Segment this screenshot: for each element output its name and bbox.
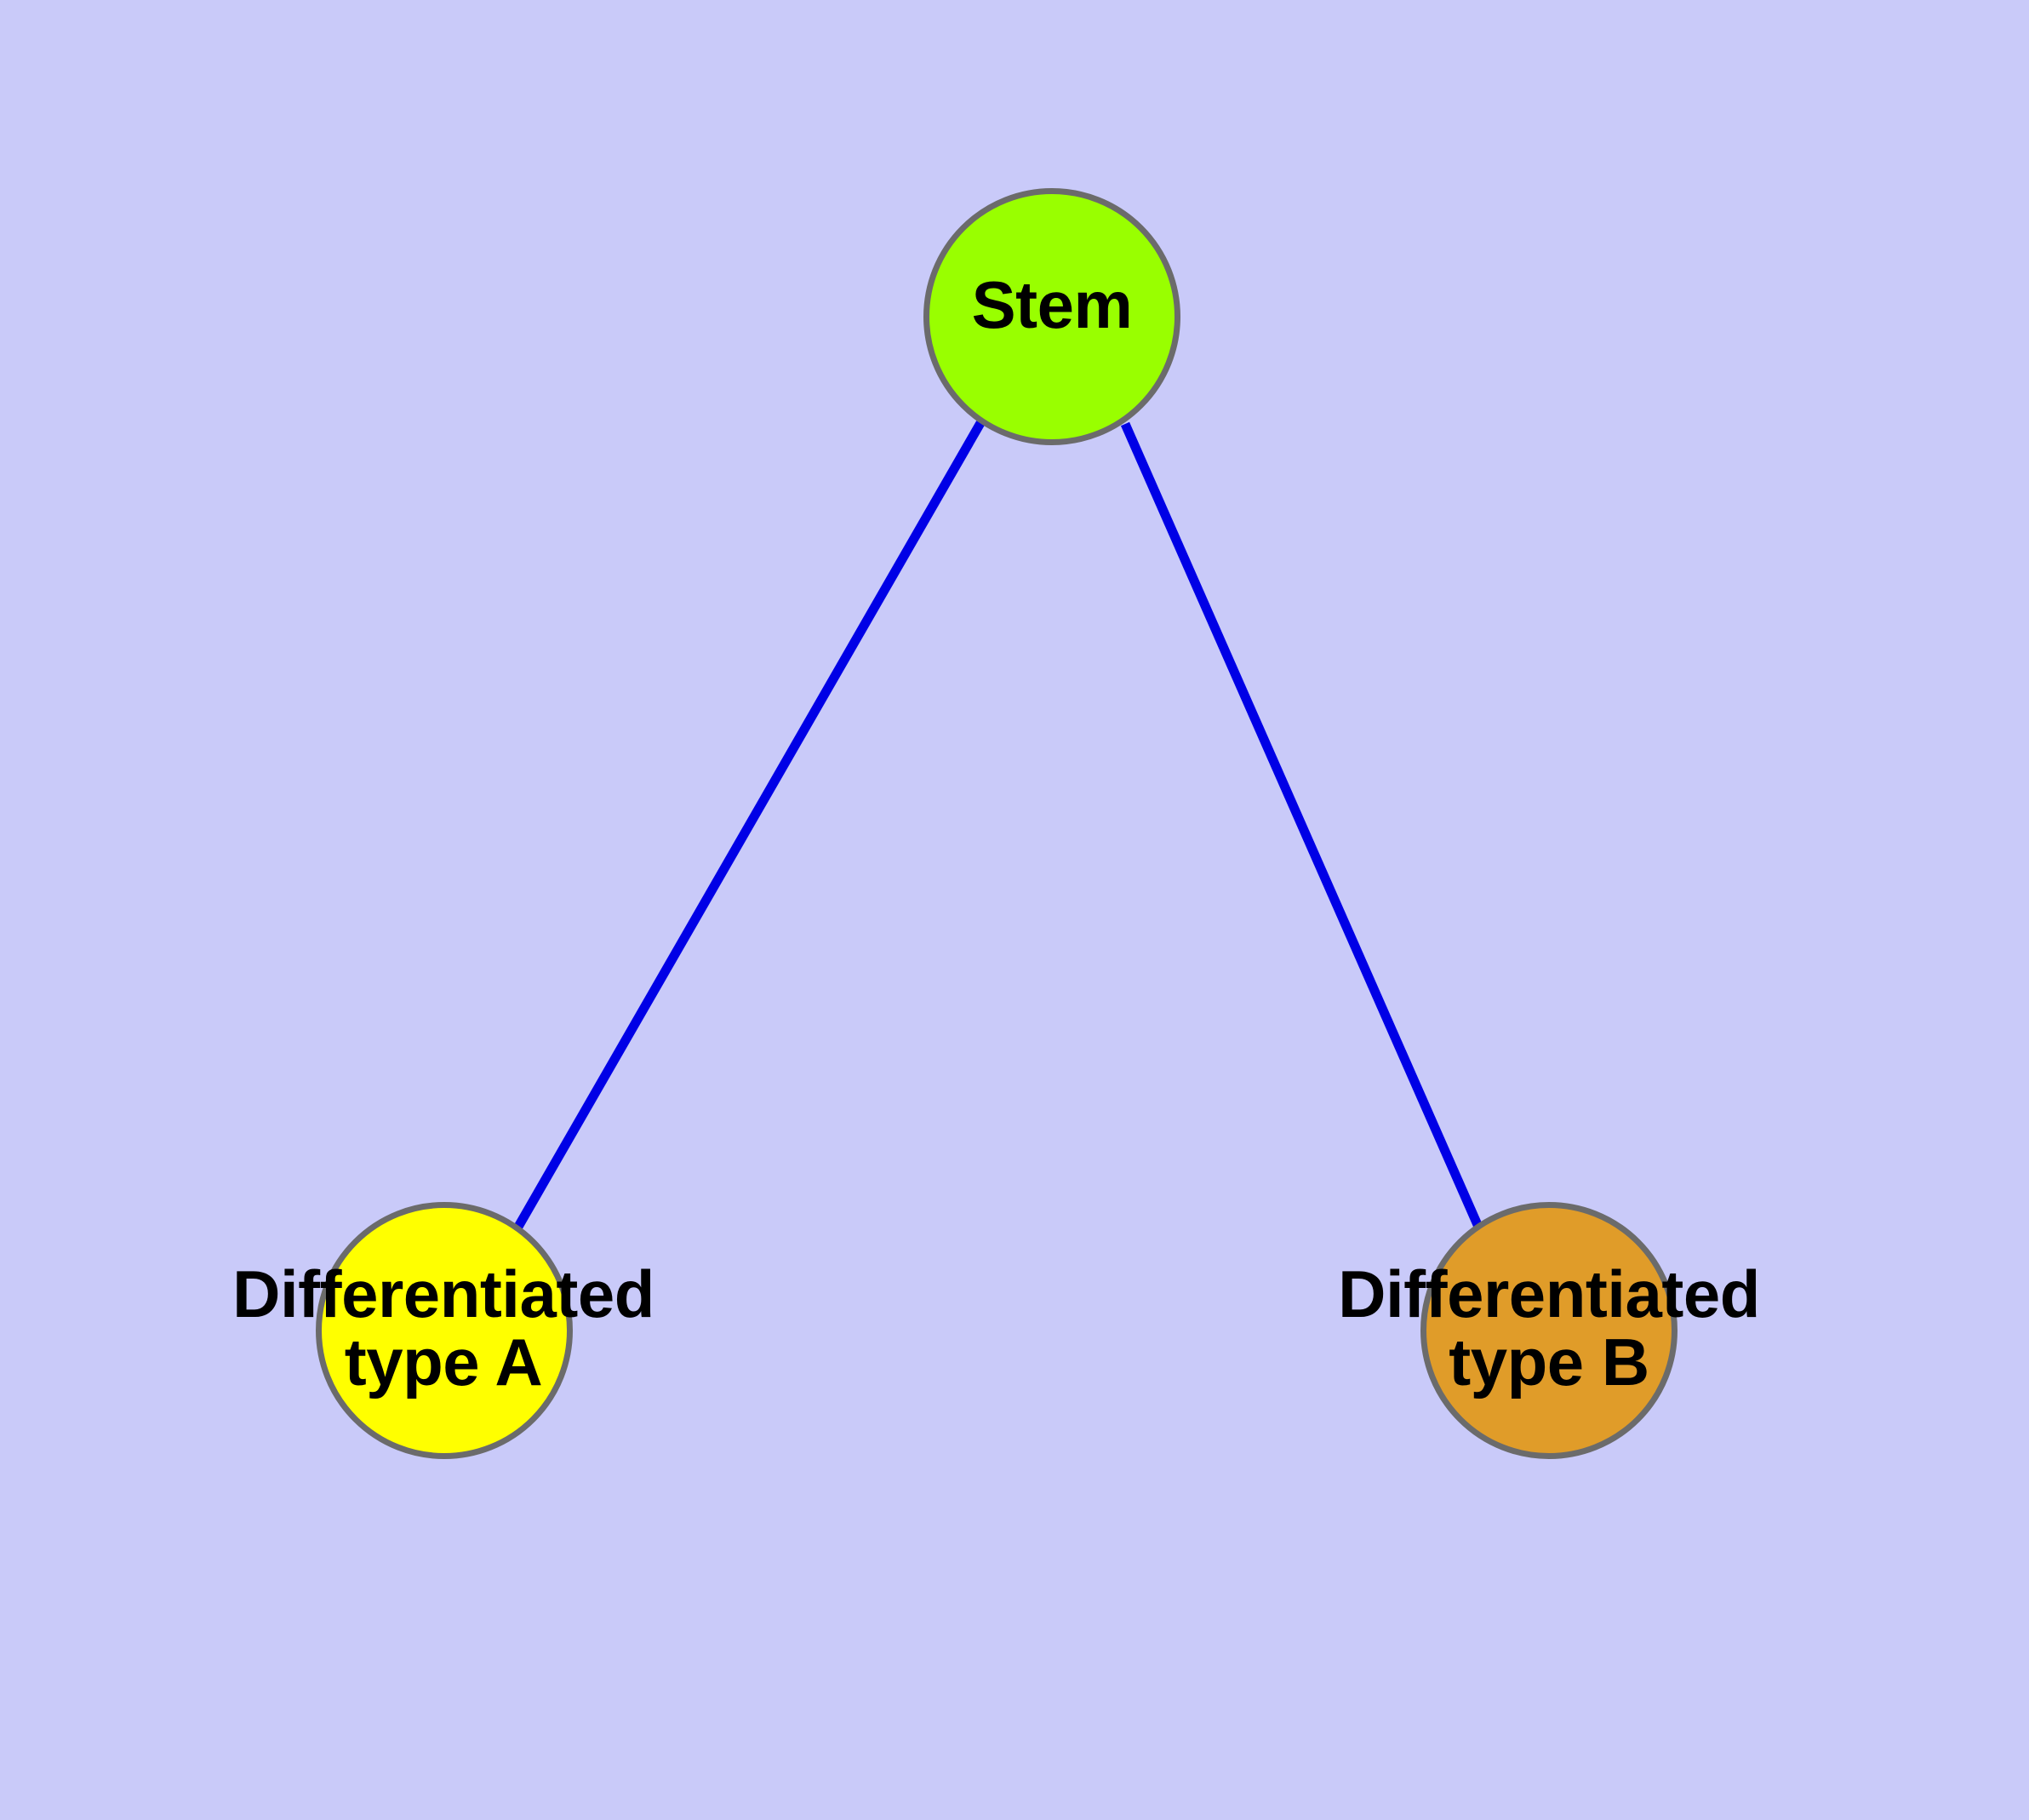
node-differentiated-type-a[interactable] <box>316 1202 573 1459</box>
node-stem[interactable] <box>923 188 1180 445</box>
edge-stem-to-diff-b[interactable] <box>1120 421 1483 1229</box>
node-differentiated-type-b[interactable] <box>1420 1202 1677 1459</box>
edge-stem-to-diff-a[interactable] <box>514 421 985 1229</box>
